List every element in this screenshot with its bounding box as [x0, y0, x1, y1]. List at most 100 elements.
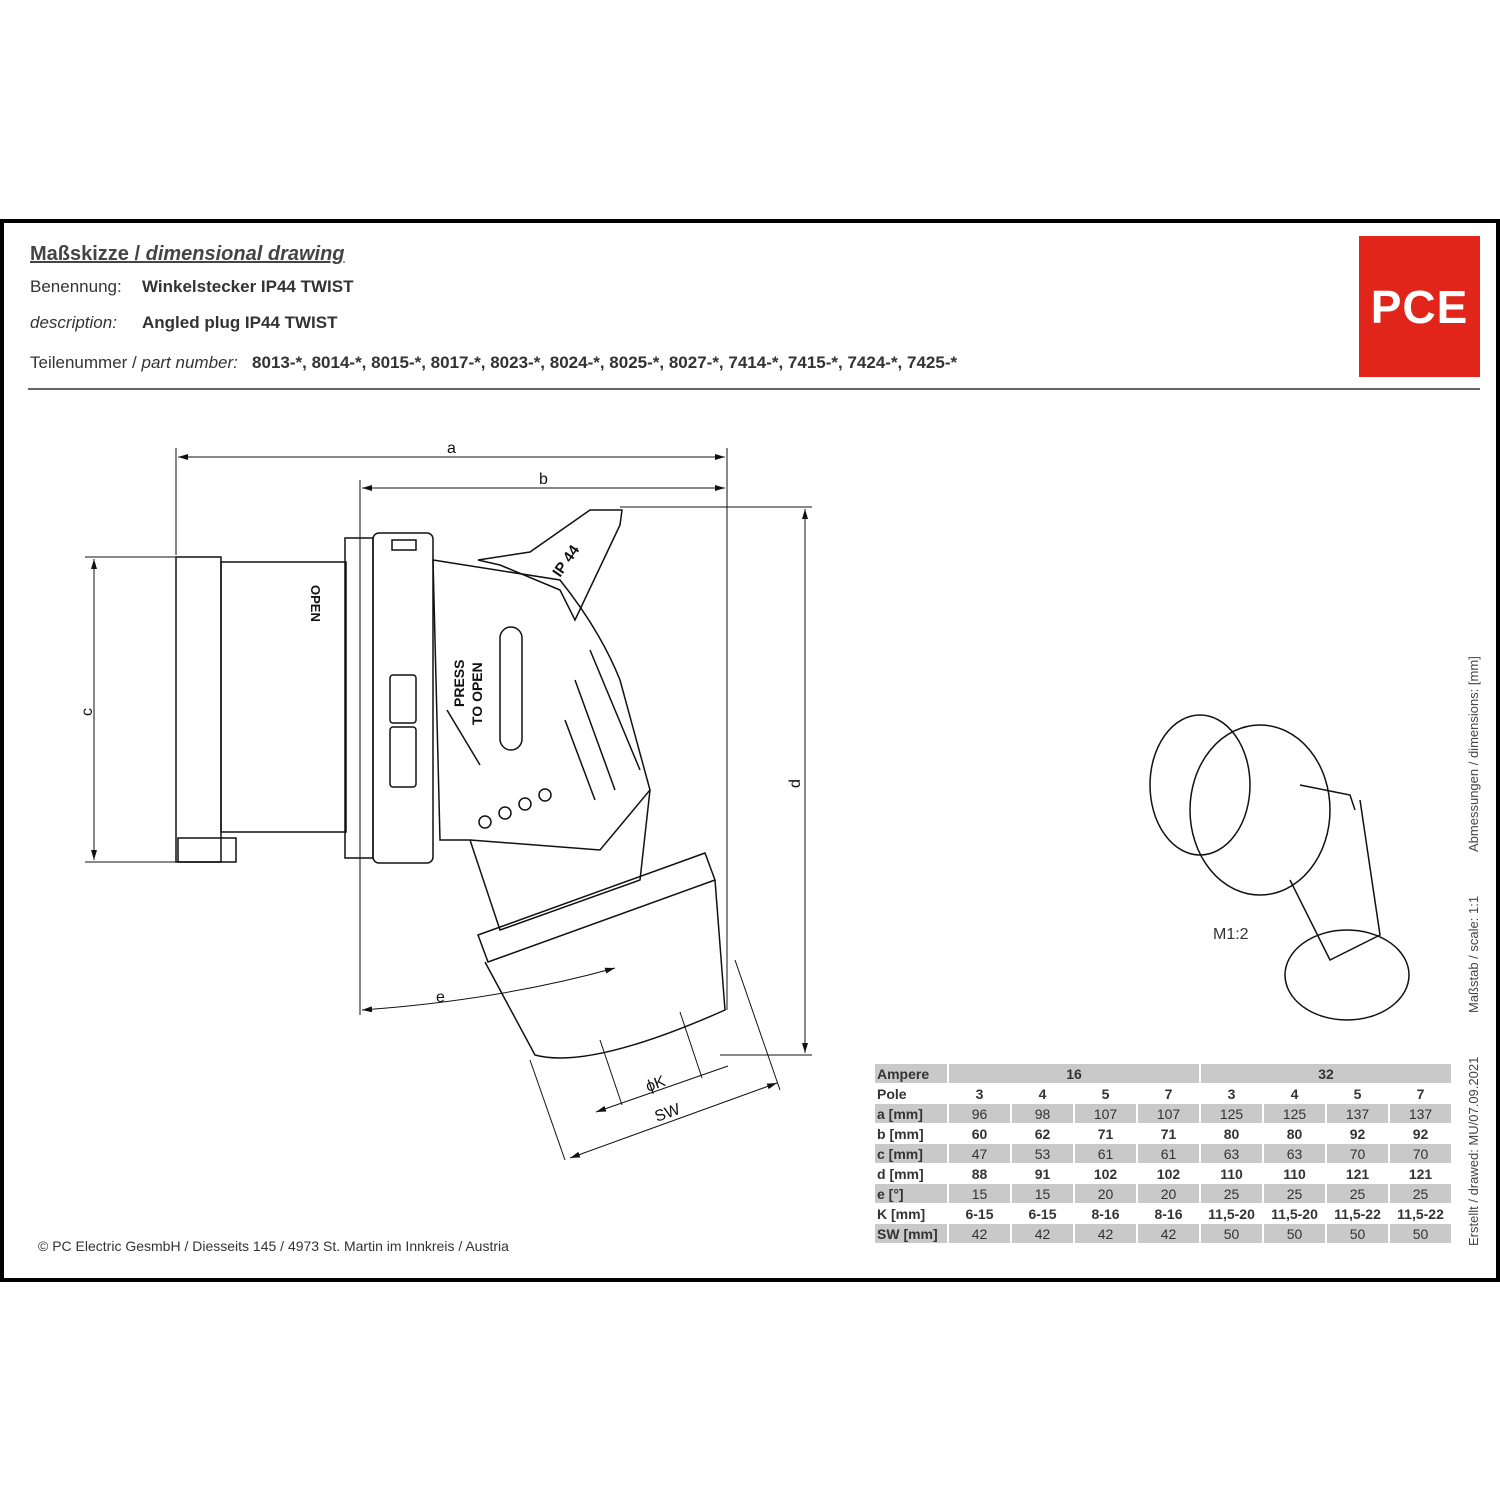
table-cell: 25 [1201, 1184, 1262, 1203]
ampere-group: 32 [1201, 1064, 1451, 1083]
table-cell: 7 [1164, 1085, 1173, 1102]
table-row: K [mm] 6-15 6-15 8-16 8-16 11,5-20 11,5-20 11,5… [875, 1204, 1451, 1223]
table-cell: 11,5-20 [1208, 1205, 1255, 1222]
table-cell: 61 [1138, 1144, 1199, 1163]
table-cell: 88 [971, 1165, 988, 1182]
pce-logo: PCE [1359, 236, 1480, 377]
table-cell: 6-15 [1028, 1205, 1057, 1222]
table-cell: 50 [1327, 1224, 1388, 1243]
table-cell: 92 [1412, 1125, 1429, 1142]
table-cell: 125 [1264, 1104, 1325, 1123]
table-cell: 61 [1075, 1144, 1136, 1163]
table-row-label: Pole [877, 1085, 907, 1102]
table-cell: 107 [1138, 1104, 1199, 1123]
table-cell: 102 [1093, 1165, 1118, 1182]
scale-label-isometric: M1:2 [1213, 926, 1249, 943]
table-cell: 25 [1390, 1184, 1451, 1203]
table-cell: 3 [1227, 1085, 1236, 1102]
table-cell: 42 [1012, 1224, 1073, 1243]
table-cell: 42 [1138, 1224, 1199, 1243]
table-cell: 110 [1220, 1165, 1243, 1182]
dim-c-label: c [79, 708, 96, 716]
dim-b-label: b [539, 471, 548, 488]
copyright: © PC Electric GesmbH / Diesseits 145 / 4… [38, 1238, 509, 1254]
table-cell: 8-16 [1091, 1205, 1120, 1222]
table-cell: 125 [1201, 1104, 1262, 1123]
table-cell: 60 [971, 1125, 988, 1142]
table-row-label: b [mm] [877, 1125, 924, 1142]
table-cell: 5 [1101, 1085, 1110, 1102]
side-dimensions-note: Abmessungen / dimensions: [mm] [1466, 656, 1481, 852]
table-cell: 11,5-22 [1397, 1205, 1444, 1222]
dim-k-label: ϕK [644, 1073, 669, 1096]
table-cell: 91 [1034, 1165, 1051, 1182]
table-cell: 80 [1223, 1125, 1240, 1142]
table-cell: 50 [1264, 1224, 1325, 1243]
table-cell: 102 [1156, 1165, 1181, 1182]
table-cell: 62 [1034, 1125, 1051, 1142]
table-row-label: d [mm] [877, 1165, 924, 1182]
to-open-label: TO OPEN [469, 662, 485, 725]
side-drawn-note: Erstellt / drawed: MU/07.09.2021 [1466, 1056, 1481, 1246]
table-cell: 11,5-22 [1334, 1205, 1381, 1222]
table-cell: 137 [1327, 1104, 1388, 1123]
table-cell: 47 [949, 1144, 1010, 1163]
table-cell: 11,5-20 [1271, 1205, 1318, 1222]
table-cell: 121 [1345, 1165, 1370, 1182]
table-cell: 5 [1353, 1085, 1362, 1102]
table-cell: 4 [1038, 1085, 1047, 1102]
dim-e-label: e [436, 989, 445, 1006]
ip44-label: IP 44 [549, 542, 583, 581]
table-cell: 71 [1160, 1125, 1177, 1142]
table-cell: 4 [1290, 1085, 1299, 1102]
dim-sw-label: SW [653, 1101, 684, 1126]
table-cell: 15 [949, 1184, 1010, 1203]
table-cell: 42 [949, 1224, 1010, 1243]
description-row: description:Angled plug IP44 TWIST [30, 313, 338, 332]
table-cell: 53 [1012, 1144, 1073, 1163]
table-cell: 107 [1075, 1104, 1136, 1123]
table-cell: 8-16 [1154, 1205, 1183, 1222]
table-cell: 20 [1075, 1184, 1136, 1203]
dim-a-label: a [447, 440, 456, 457]
table-cell: 70 [1390, 1144, 1451, 1163]
table-cell: 42 [1075, 1224, 1136, 1243]
part-number-row: Teilenummer / part number: 8013-*, 8014-… [30, 353, 958, 372]
table-row-label: Ampere [875, 1064, 947, 1083]
benennung-row: Benennung:Winkelstecker IP44 TWIST [30, 277, 354, 296]
table-cell: 25 [1327, 1184, 1388, 1203]
table-row-ampere: Ampere 16 32 [875, 1064, 1451, 1083]
table-cell: 3 [975, 1085, 984, 1102]
ampere-group: 16 [949, 1064, 1199, 1083]
table-cell: 25 [1264, 1184, 1325, 1203]
press-label: PRESS [451, 660, 467, 707]
table-cell: 63 [1201, 1144, 1262, 1163]
table-cell: 71 [1097, 1125, 1114, 1142]
table-cell: 70 [1327, 1144, 1388, 1163]
table-cell: 6-15 [965, 1205, 994, 1222]
plug-side-view [175, 509, 726, 1059]
table-row-label: SW [mm] [875, 1224, 947, 1243]
side-scale-note: Maßstab / scale: 1:1 [1466, 895, 1481, 1013]
table-cell: 96 [949, 1104, 1010, 1123]
table-cell: 15 [1012, 1184, 1073, 1203]
dimension-lines [85, 448, 812, 1161]
table-cell: 7 [1416, 1085, 1425, 1102]
page-title: Maßskizze / dimensional drawing [30, 243, 345, 265]
table-cell: 50 [1390, 1224, 1451, 1243]
table-row-label: K [mm] [877, 1205, 926, 1222]
table-row-label: e [°] [875, 1184, 947, 1203]
header-divider [28, 388, 1480, 390]
drawing-frame [0, 219, 1500, 1282]
table-cell: 98 [1012, 1104, 1073, 1123]
table-cell: 63 [1264, 1144, 1325, 1163]
dim-d-label: d [787, 779, 804, 788]
